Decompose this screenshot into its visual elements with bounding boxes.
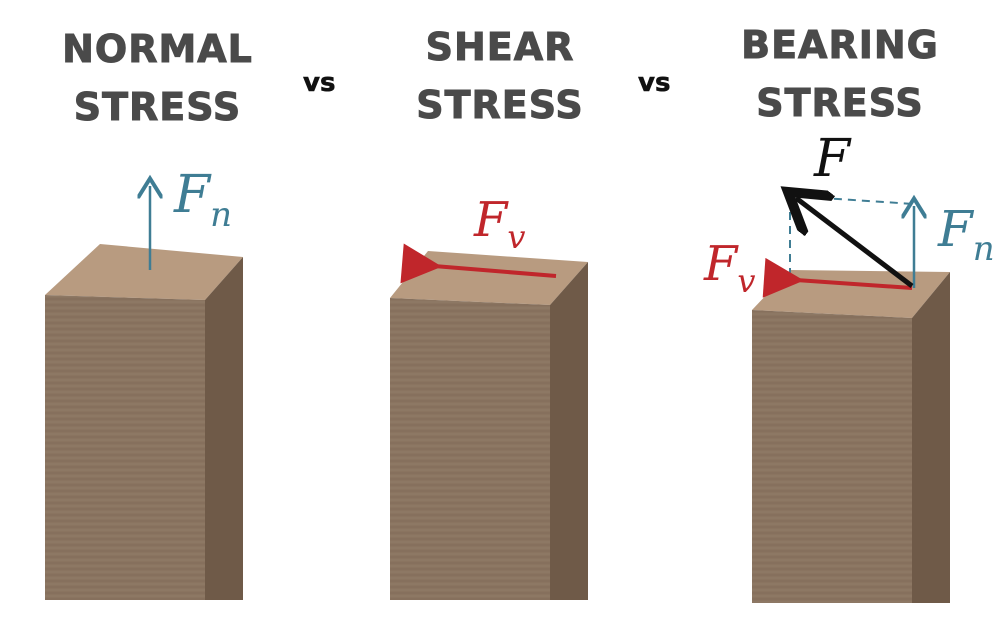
label-bearing-shear-main: F [703, 236, 739, 292]
label-bearing-normal-main: F [937, 200, 975, 258]
label-normal-force: Fn [173, 165, 232, 235]
vs-separator-2: vs [638, 68, 671, 99]
title-bearing-line2: STRESS [756, 81, 924, 126]
vs-separator-1: vs [303, 68, 336, 99]
title-shear-line2: STRESS [416, 83, 584, 128]
block-bearing [752, 270, 950, 603]
title-normal-stress: NORMAL STRESS [40, 20, 275, 136]
resultant-force-arrow [796, 198, 914, 288]
label-bearing-shear-force: Fv [703, 236, 755, 300]
label-shear-main: F [473, 192, 509, 248]
label-bearing-normal-force: Fn [937, 200, 995, 269]
label-normal-main: F [173, 165, 212, 225]
block-normal-side [205, 257, 243, 600]
block-bearing-side [912, 272, 950, 603]
title-normal-line2: STRESS [73, 85, 242, 130]
block-shear-side [550, 262, 588, 600]
shear-force-arrow [400, 243, 557, 284]
label-shear-sub: v [507, 218, 525, 256]
label-resultant-force: F [813, 129, 852, 189]
title-shear-stress: SHEAR STRESS [385, 18, 615, 134]
label-bearing-normal-sub: n [973, 229, 995, 269]
bearing-shear-arrow [762, 257, 913, 298]
label-normal-sub: n [210, 195, 232, 235]
title-shear-line1: SHEAR [425, 25, 575, 70]
label-bearing-shear-sub: v [737, 262, 755, 300]
label-shear-force: Fv [473, 192, 525, 256]
component-box-top-dashed [791, 195, 915, 205]
title-normal-line1: NORMAL [62, 27, 253, 72]
title-bearing-stress: BEARING STRESS [720, 16, 960, 132]
title-bearing-line1: BEARING [741, 23, 939, 68]
block-normal-top [45, 244, 243, 300]
block-shear [390, 251, 588, 600]
block-normal [45, 244, 243, 600]
